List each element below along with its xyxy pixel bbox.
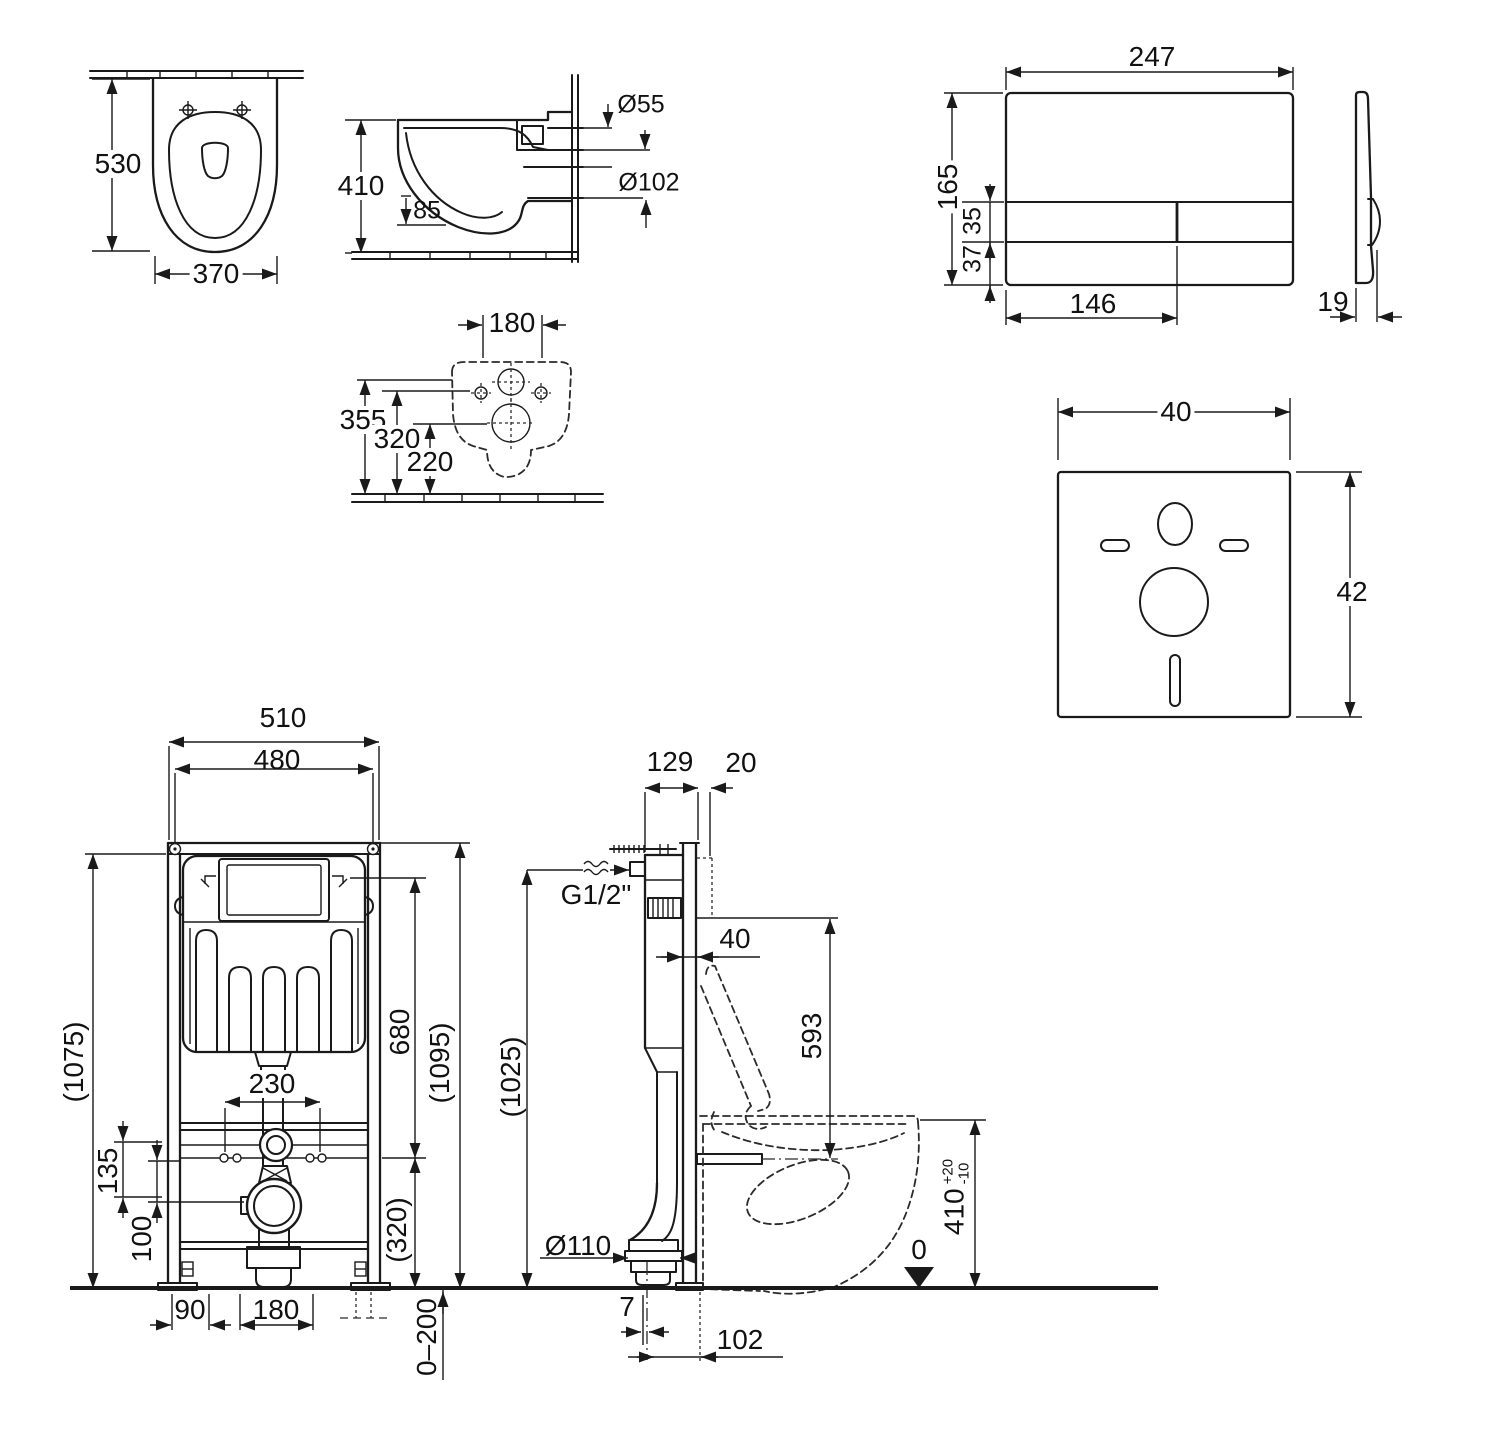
- frame-front-view: [85, 736, 470, 1380]
- pan-top-view: [89, 70, 304, 284]
- flush-plate-front-view: [944, 66, 1295, 325]
- dim-pan-trap: 85: [413, 196, 441, 225]
- dim-fixing-height: 320: [370, 425, 424, 453]
- dim-plate-height: 165: [932, 160, 963, 214]
- dim-frame-h-right: (1095): [424, 1022, 455, 1104]
- dim-tolerance: +20-10: [939, 1158, 973, 1185]
- dim-drain-distance: 102: [716, 1324, 764, 1355]
- dim-axis-offset: 7: [619, 1291, 635, 1322]
- pan-rear-view: [351, 315, 604, 503]
- dim-pan-mount-height: 410 +20-10: [938, 1158, 973, 1236]
- label-floor-level: 0: [911, 1234, 927, 1265]
- dim-inlet-diameter: Ø55: [617, 90, 665, 119]
- dim-frame-outer-w: 510: [259, 702, 307, 733]
- tolerance-minus: -10: [955, 1162, 973, 1185]
- pan-side-view: [345, 74, 652, 263]
- label-water-inlet: G1/2": [560, 879, 632, 910]
- dim-bar-height: 593: [796, 1012, 827, 1060]
- frame-side-view: [521, 782, 986, 1364]
- dim-frame-mount-w: 480: [253, 744, 301, 775]
- dim-pipe-spacing: 230: [245, 1070, 299, 1098]
- dim-cistern-height: 680: [384, 1008, 415, 1056]
- dim-plate-button-h: 35: [958, 207, 987, 235]
- dim-wall-gap: 20: [725, 747, 757, 778]
- flush-plate-side-view: [1330, 90, 1402, 323]
- dim-hole-spacing: 180: [488, 307, 536, 338]
- dim-pan-mount-height-value: 410: [938, 1188, 970, 1236]
- dim-side-height: (1025): [495, 1036, 526, 1118]
- dim-plate-thickness: 19: [1317, 286, 1349, 317]
- dim-bend-offset: 100: [126, 1215, 157, 1263]
- dim-plate-width: 247: [1128, 41, 1176, 72]
- dim-drain-diameter: Ø110: [544, 1230, 612, 1261]
- tolerance-plus: +20: [939, 1158, 957, 1185]
- dim-pan-width: 370: [189, 260, 243, 288]
- dim-plate-lower-h: 37: [958, 245, 987, 273]
- dim-drain-offset: 180: [252, 1294, 300, 1325]
- dim-rail-depth: 40: [719, 923, 751, 954]
- sound-pad-view: [1056, 398, 1362, 719]
- dim-outlet-height: 220: [403, 448, 457, 476]
- dim-frame-h-left: (1075): [58, 1021, 89, 1103]
- dim-outlet-diameter: Ø102: [618, 168, 680, 197]
- dim-pad-width: 40: [1157, 398, 1195, 426]
- dim-inlet-offset: 135: [92, 1147, 123, 1195]
- dim-plate-button-w: 146: [1069, 288, 1117, 319]
- dim-foot-offset: 90: [174, 1294, 206, 1325]
- dim-pan-length: 530: [91, 150, 145, 178]
- dim-frame-depth: 129: [646, 746, 694, 777]
- dim-pan-height: 410: [334, 172, 388, 200]
- dim-pad-height: 42: [1333, 578, 1371, 606]
- dim-lower-height: (320): [381, 1197, 412, 1263]
- dim-adjust-range: 0–200: [411, 1298, 442, 1376]
